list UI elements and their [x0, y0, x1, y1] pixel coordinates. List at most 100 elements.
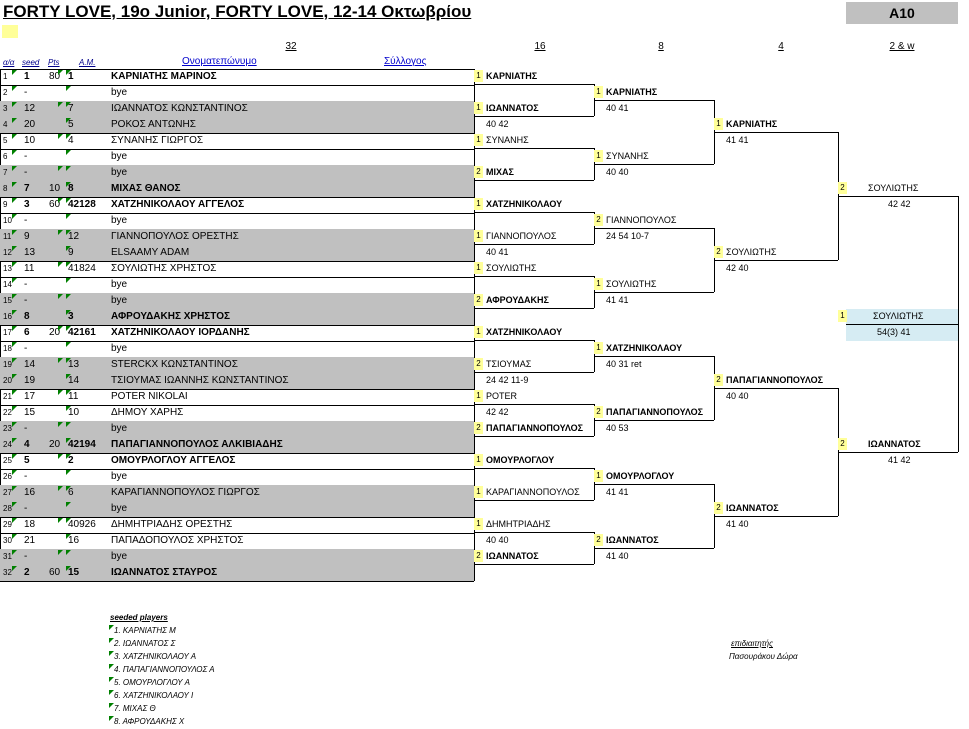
- row-line: [0, 341, 474, 342]
- grey-row: [0, 437, 474, 453]
- row-line: [0, 389, 474, 390]
- slot-line: [838, 196, 958, 197]
- player-seed: 11: [24, 263, 35, 274]
- points-marker: [58, 422, 63, 427]
- row-line: [0, 469, 474, 470]
- slot-seed-box: 1: [474, 134, 483, 146]
- seed-list-marker: [109, 638, 114, 643]
- slot-name: ΚΑΡΝΙΑΤΗΣ: [726, 119, 778, 129]
- slot-score: 24 42 11-9: [486, 375, 529, 385]
- player-seed: 19: [24, 375, 36, 386]
- slot-name: ΚΑΡΝΙΑΤΗΣ: [606, 87, 658, 97]
- slot-score: 42 42: [486, 407, 509, 417]
- player-name: ΣΟΥΛΙΩΤΗΣ ΧΡΗΣΤΟΣ: [111, 263, 217, 274]
- player-seed: -: [24, 215, 28, 226]
- row-line: [0, 149, 474, 150]
- slot-score: 41 41: [726, 135, 749, 145]
- connector: [958, 196, 959, 452]
- seeded-player: 6. ΧΑΤΖΗΝΙΚΟΛΑΟΥ Ι: [114, 691, 194, 700]
- seed-marker: [12, 470, 17, 475]
- am-marker: [66, 166, 71, 171]
- am-marker: [66, 342, 71, 347]
- points-marker: [58, 358, 63, 363]
- slot-score: 41 41: [606, 295, 629, 305]
- player-points: 20: [49, 327, 61, 338]
- grey-row: [0, 485, 474, 501]
- row-number: 9: [3, 200, 8, 209]
- player-seed: 3: [24, 199, 30, 210]
- grey-row: [0, 165, 474, 181]
- player-seed: -: [24, 343, 28, 354]
- slot-seed-box: 2: [594, 534, 603, 546]
- player-seed: -: [24, 551, 28, 562]
- slot-name: ΓΙΑΝΝΟΠΟΥΛΟΣ: [486, 231, 557, 241]
- player-name: ΧΑΤΖΗΝΙΚΟΛΑΟΥ ΑΓΓΕΛΟΣ: [111, 199, 245, 210]
- slot-seed-box: 1: [474, 326, 483, 338]
- page-title: FORTY LOVE, 19ο Junior, FORTY LOVE, 12-1…: [3, 2, 472, 21]
- seed-marker: [12, 310, 17, 315]
- player-points: 60: [49, 567, 61, 578]
- row-line: [0, 325, 474, 326]
- seed-marker: [12, 198, 17, 203]
- player-name: ΙΩΑΝΝΑΤΟΣ ΚΩΝΣΤΑΝΤΙΝΟΣ: [111, 103, 248, 114]
- slot-seed-box: 1: [594, 470, 603, 482]
- slot-seed-box: 1: [474, 262, 483, 274]
- grey-row: [0, 373, 474, 389]
- player-name: bye: [111, 151, 128, 162]
- slot-seed-box: 1: [474, 230, 483, 242]
- player-am: 16: [68, 535, 80, 546]
- header-pts: Pts: [48, 58, 60, 67]
- player-am: 1: [68, 71, 74, 82]
- am-marker: [66, 262, 71, 267]
- player-am: 40926: [68, 519, 96, 530]
- seed-marker: [12, 534, 17, 539]
- player-am: 8: [68, 183, 74, 194]
- row-number: 22: [3, 408, 12, 417]
- slot-score: 42 42: [888, 199, 911, 209]
- slot-score: 40 40: [726, 391, 749, 401]
- slot-score: 40 41: [486, 247, 509, 257]
- slot-line: [714, 388, 838, 389]
- row-line: [0, 453, 474, 454]
- seed-list-marker: [109, 690, 114, 695]
- slot-name: ΟΜΟΥΡΛΟΓΛΟΥ: [606, 471, 675, 481]
- player-am: 3: [68, 311, 74, 322]
- slot-score: 41 41: [606, 487, 629, 497]
- winner-name: ΣΟΥΛΙΩΤΗΣ: [873, 311, 924, 321]
- seed-marker: [12, 134, 17, 139]
- grey-row: [0, 357, 474, 373]
- slot-name: ΙΩΑΝΝΑΤΟΣ: [726, 503, 779, 513]
- slot-name: ΠΑΠΑΓΙΑΝΝΟΠΟΥΛΟΣ: [606, 407, 704, 417]
- seed-marker: [12, 438, 17, 443]
- slot-seed-box: 1: [714, 118, 723, 130]
- slot-seed-box: 2: [474, 358, 483, 370]
- seeded-player: 3. ΧΑΤΖΗΝΙΚΟΛΑΟΥ Α: [114, 652, 197, 661]
- slot-line: [594, 420, 714, 421]
- row-number: 11: [3, 232, 12, 241]
- player-seed: 20: [24, 119, 36, 130]
- slot-line: [474, 340, 594, 341]
- player-name: ΟΜΟΥΡΛΟΓΛΟΥ ΑΓΓΕΛΟΣ: [111, 455, 236, 466]
- player-name: ΜΙΧΑΣ ΘΑΝΟΣ: [111, 183, 181, 194]
- slot-score: 41 40: [606, 551, 629, 561]
- header-r32: 32: [285, 41, 297, 52]
- seeded-player: 8. ΑΦΡΟΥΔΑΚΗΣ Χ: [114, 717, 185, 726]
- grey-row: [0, 549, 474, 565]
- points-marker: [58, 70, 63, 75]
- header-r16: 16: [534, 41, 546, 52]
- player-seed: 5: [24, 455, 30, 466]
- seed-marker: [12, 166, 17, 171]
- player-am: 7: [68, 103, 74, 114]
- row-number: 2: [3, 88, 8, 97]
- row-number: 25: [3, 456, 12, 465]
- slot-line: [594, 292, 714, 293]
- player-am: 12: [68, 231, 80, 242]
- player-am: 4: [68, 135, 74, 146]
- slot-name: ΣΟΥΛΙΩΤΗΣ: [486, 263, 537, 273]
- seed-marker: [12, 566, 17, 571]
- player-seed: -: [24, 151, 28, 162]
- am-marker: [66, 182, 71, 187]
- slot-line: [594, 228, 714, 229]
- points-marker: [58, 166, 63, 171]
- slot-name: ΧΑΤΖΗΝΙΚΟΛΑΟΥ: [606, 343, 683, 353]
